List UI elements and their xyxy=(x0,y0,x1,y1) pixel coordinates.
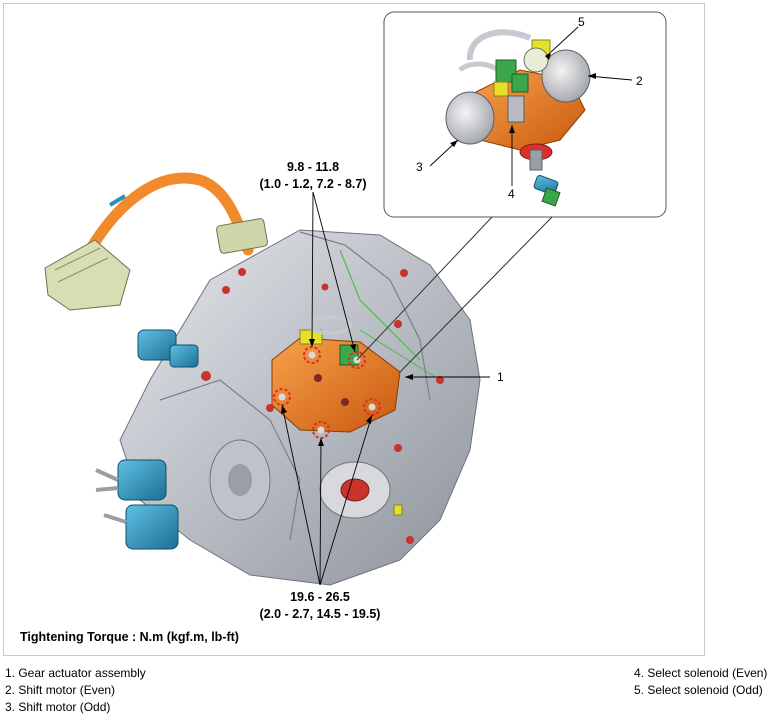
callout-5: 5 xyxy=(578,15,585,29)
callout-4: 4 xyxy=(508,187,515,201)
transmission-illustration: 9.8 - 11.8 (1.0 - 1.2, 7.2 - 8.7) 19.6 -… xyxy=(44,11,667,621)
callout-leaders xyxy=(281,26,633,586)
upper-torque-range: 9.8 - 11.8 xyxy=(287,160,339,174)
legend-item: 4. Select solenoid (Even) xyxy=(634,666,768,680)
legend-item: 3. Shift motor (Odd) xyxy=(5,700,111,714)
parts-legend-left: 1. Gear actuator assembly 2. Shift motor… xyxy=(5,665,146,716)
high-voltage-cable xyxy=(44,172,268,311)
torque-unit-note: Tightening Torque : N.m (kgf.m, lb-ft) xyxy=(20,630,239,644)
callout-3: 3 xyxy=(416,160,423,174)
lower-torque-conversion: (2.0 - 2.7, 14.5 - 19.5) xyxy=(260,607,381,621)
parts-legend-right: 4. Select solenoid (Even) 5. Select sole… xyxy=(634,665,767,699)
sensor-connectors xyxy=(95,329,199,550)
upper-torque-conversion: (1.0 - 1.2, 7.2 - 8.7) xyxy=(260,177,367,191)
callout-2: 2 xyxy=(636,74,643,88)
legend-item: 1. Gear actuator assembly xyxy=(5,666,146,680)
legend-item: 2. Shift motor (Even) xyxy=(5,683,116,697)
lower-torque-range: 19.6 - 26.5 xyxy=(290,590,350,604)
callout-1: 1 xyxy=(497,370,504,384)
detail-inset xyxy=(356,11,667,373)
legend-item: 5. Select solenoid (Odd) xyxy=(634,683,763,697)
diagram-area: 9.8 - 11.8 (1.0 - 1.2, 7.2 - 8.7) 19.6 -… xyxy=(3,3,705,656)
callout-arrowheads xyxy=(281,52,596,446)
